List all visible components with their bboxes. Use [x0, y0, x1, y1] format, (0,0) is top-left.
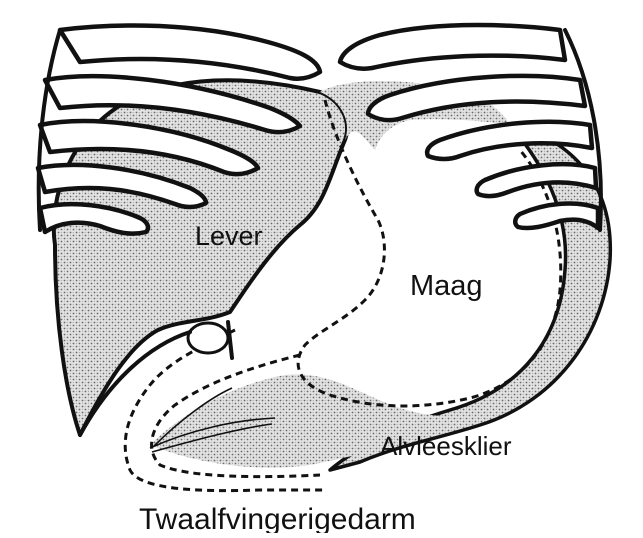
bile-duct	[228, 322, 232, 358]
label-pancreas: Alvleesklier	[380, 431, 512, 461]
label-liver: Lever	[195, 221, 263, 251]
gallbladder-shape	[188, 323, 228, 353]
label-duodenum: Twaalfvingerigedarm	[139, 503, 416, 533]
label-stomach: Maag	[410, 270, 483, 302]
